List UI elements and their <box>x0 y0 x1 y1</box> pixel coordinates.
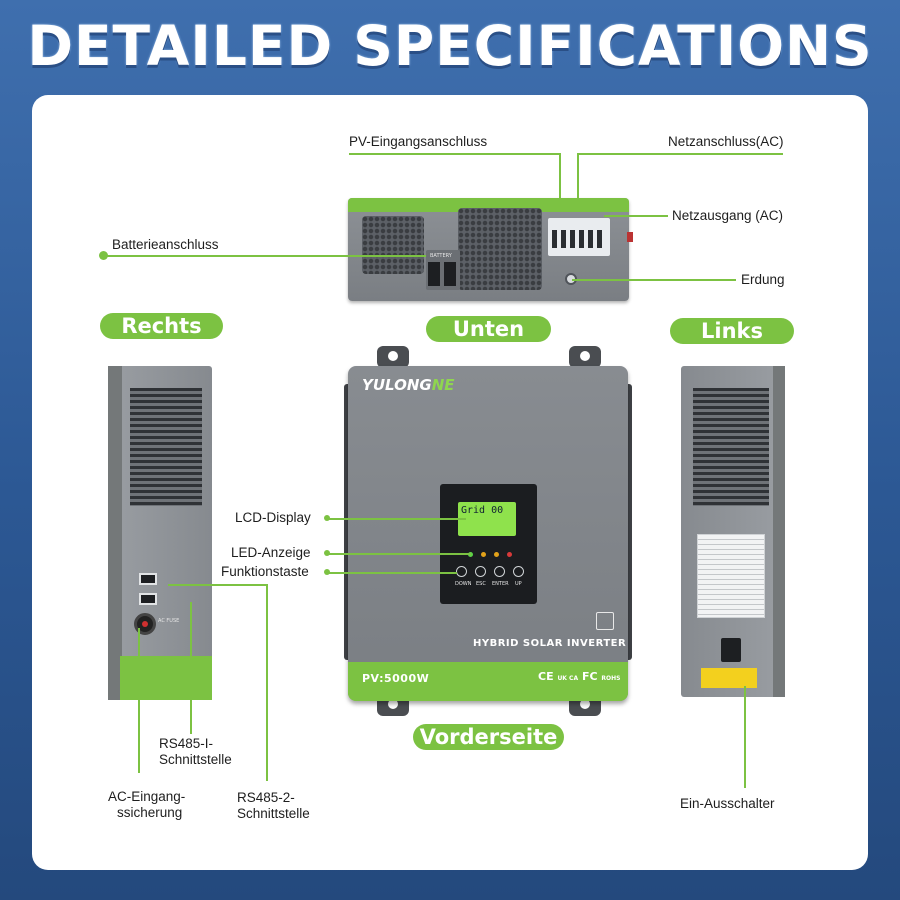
brand-logo: YULONGNE <box>362 376 455 394</box>
product-name: HYBRID SOLAR INVERTER <box>473 638 627 649</box>
vent-right-side <box>130 388 202 506</box>
battery-tag: BATTERY <box>430 253 452 259</box>
esc-button[interactable] <box>475 566 486 577</box>
label-ground: Erdung <box>741 272 785 287</box>
power-rating: PV:5000W <box>362 672 430 685</box>
label-rs485-2-b: Schnittstelle <box>237 806 310 821</box>
page-title: DETAILED SPECIFICATIONS <box>27 14 873 78</box>
label-grid-input: Netzanschluss(AC) <box>668 134 784 149</box>
rs485-1-port <box>139 573 157 585</box>
down-button[interactable] <box>456 566 467 577</box>
led-indicators <box>468 552 512 558</box>
label-led: LED-Anzeige <box>231 545 311 560</box>
vent-left-side <box>693 388 769 506</box>
label-power-switch: Ein-Ausschalter <box>680 796 775 811</box>
cert-ce: CE <box>538 670 554 683</box>
label-rs485-1-b: Schnittstelle <box>159 752 232 767</box>
button-label-enter: ENTER <box>492 581 509 587</box>
cert-rohs: ROHS <box>601 675 621 682</box>
solar-panel-icon <box>596 612 614 630</box>
pill-unten: Unten <box>426 316 551 342</box>
label-function-keys: Funktionstaste <box>221 564 309 579</box>
label-battery: Batterieanschluss <box>112 237 219 252</box>
battery-terminal: BATTERY <box>426 250 460 290</box>
pill-rechts: Rechts <box>100 313 223 339</box>
label-rs485-2-a: RS485-2- <box>237 790 295 805</box>
bottom-view-device: BATTERY <box>348 198 633 301</box>
warning-sticker <box>701 668 757 688</box>
power-switch[interactable] <box>721 638 741 662</box>
mount-ear-top-left <box>377 346 409 368</box>
mount-ear-top-right <box>569 346 601 368</box>
certification-marks: CE UK CA FC ROHS <box>538 670 620 683</box>
spec-sticker <box>697 534 765 618</box>
button-label-up: UP <box>515 581 522 587</box>
lcd-text: Grid 00 <box>461 505 504 516</box>
pill-links: Links <box>670 318 794 344</box>
right-side-device: AC FUSE <box>108 366 212 700</box>
rs485-2-port <box>139 593 157 605</box>
fan-right <box>458 208 542 290</box>
lcd-display: Grid 00 <box>458 502 516 536</box>
button-label-esc: ESC <box>476 581 486 587</box>
label-pv-input: PV-Eingangsanschluss <box>349 134 488 149</box>
button-label-down: DOWN <box>455 581 472 587</box>
cert-ukca: UK CA <box>557 675 579 682</box>
fan-left <box>362 216 424 274</box>
left-side-device <box>681 366 785 697</box>
enter-button[interactable] <box>494 566 505 577</box>
cert-fc: FC <box>581 670 598 683</box>
control-panel: Grid 00 DOWN ESC ENTER UP <box>440 484 537 604</box>
label-ac-fuse-a: AC-Eingang- <box>108 789 186 804</box>
front-device: YULONGNE Grid 00 DOWN ESC ENTER UP HYBRI… <box>348 366 628 701</box>
terminal-block <box>548 218 610 256</box>
up-button[interactable] <box>513 566 524 577</box>
label-ac-fuse-b: ssicherung <box>117 805 183 820</box>
ac-fuse-tag: AC FUSE <box>158 618 180 624</box>
green-base-band <box>348 662 628 701</box>
label-rs485-1-a: RS485-I- <box>159 736 214 751</box>
pill-vorderseite: Vorderseite <box>413 724 564 750</box>
label-grid-output: Netzausgang (AC) <box>672 208 784 223</box>
label-lcd: LCD-Display <box>235 510 311 525</box>
